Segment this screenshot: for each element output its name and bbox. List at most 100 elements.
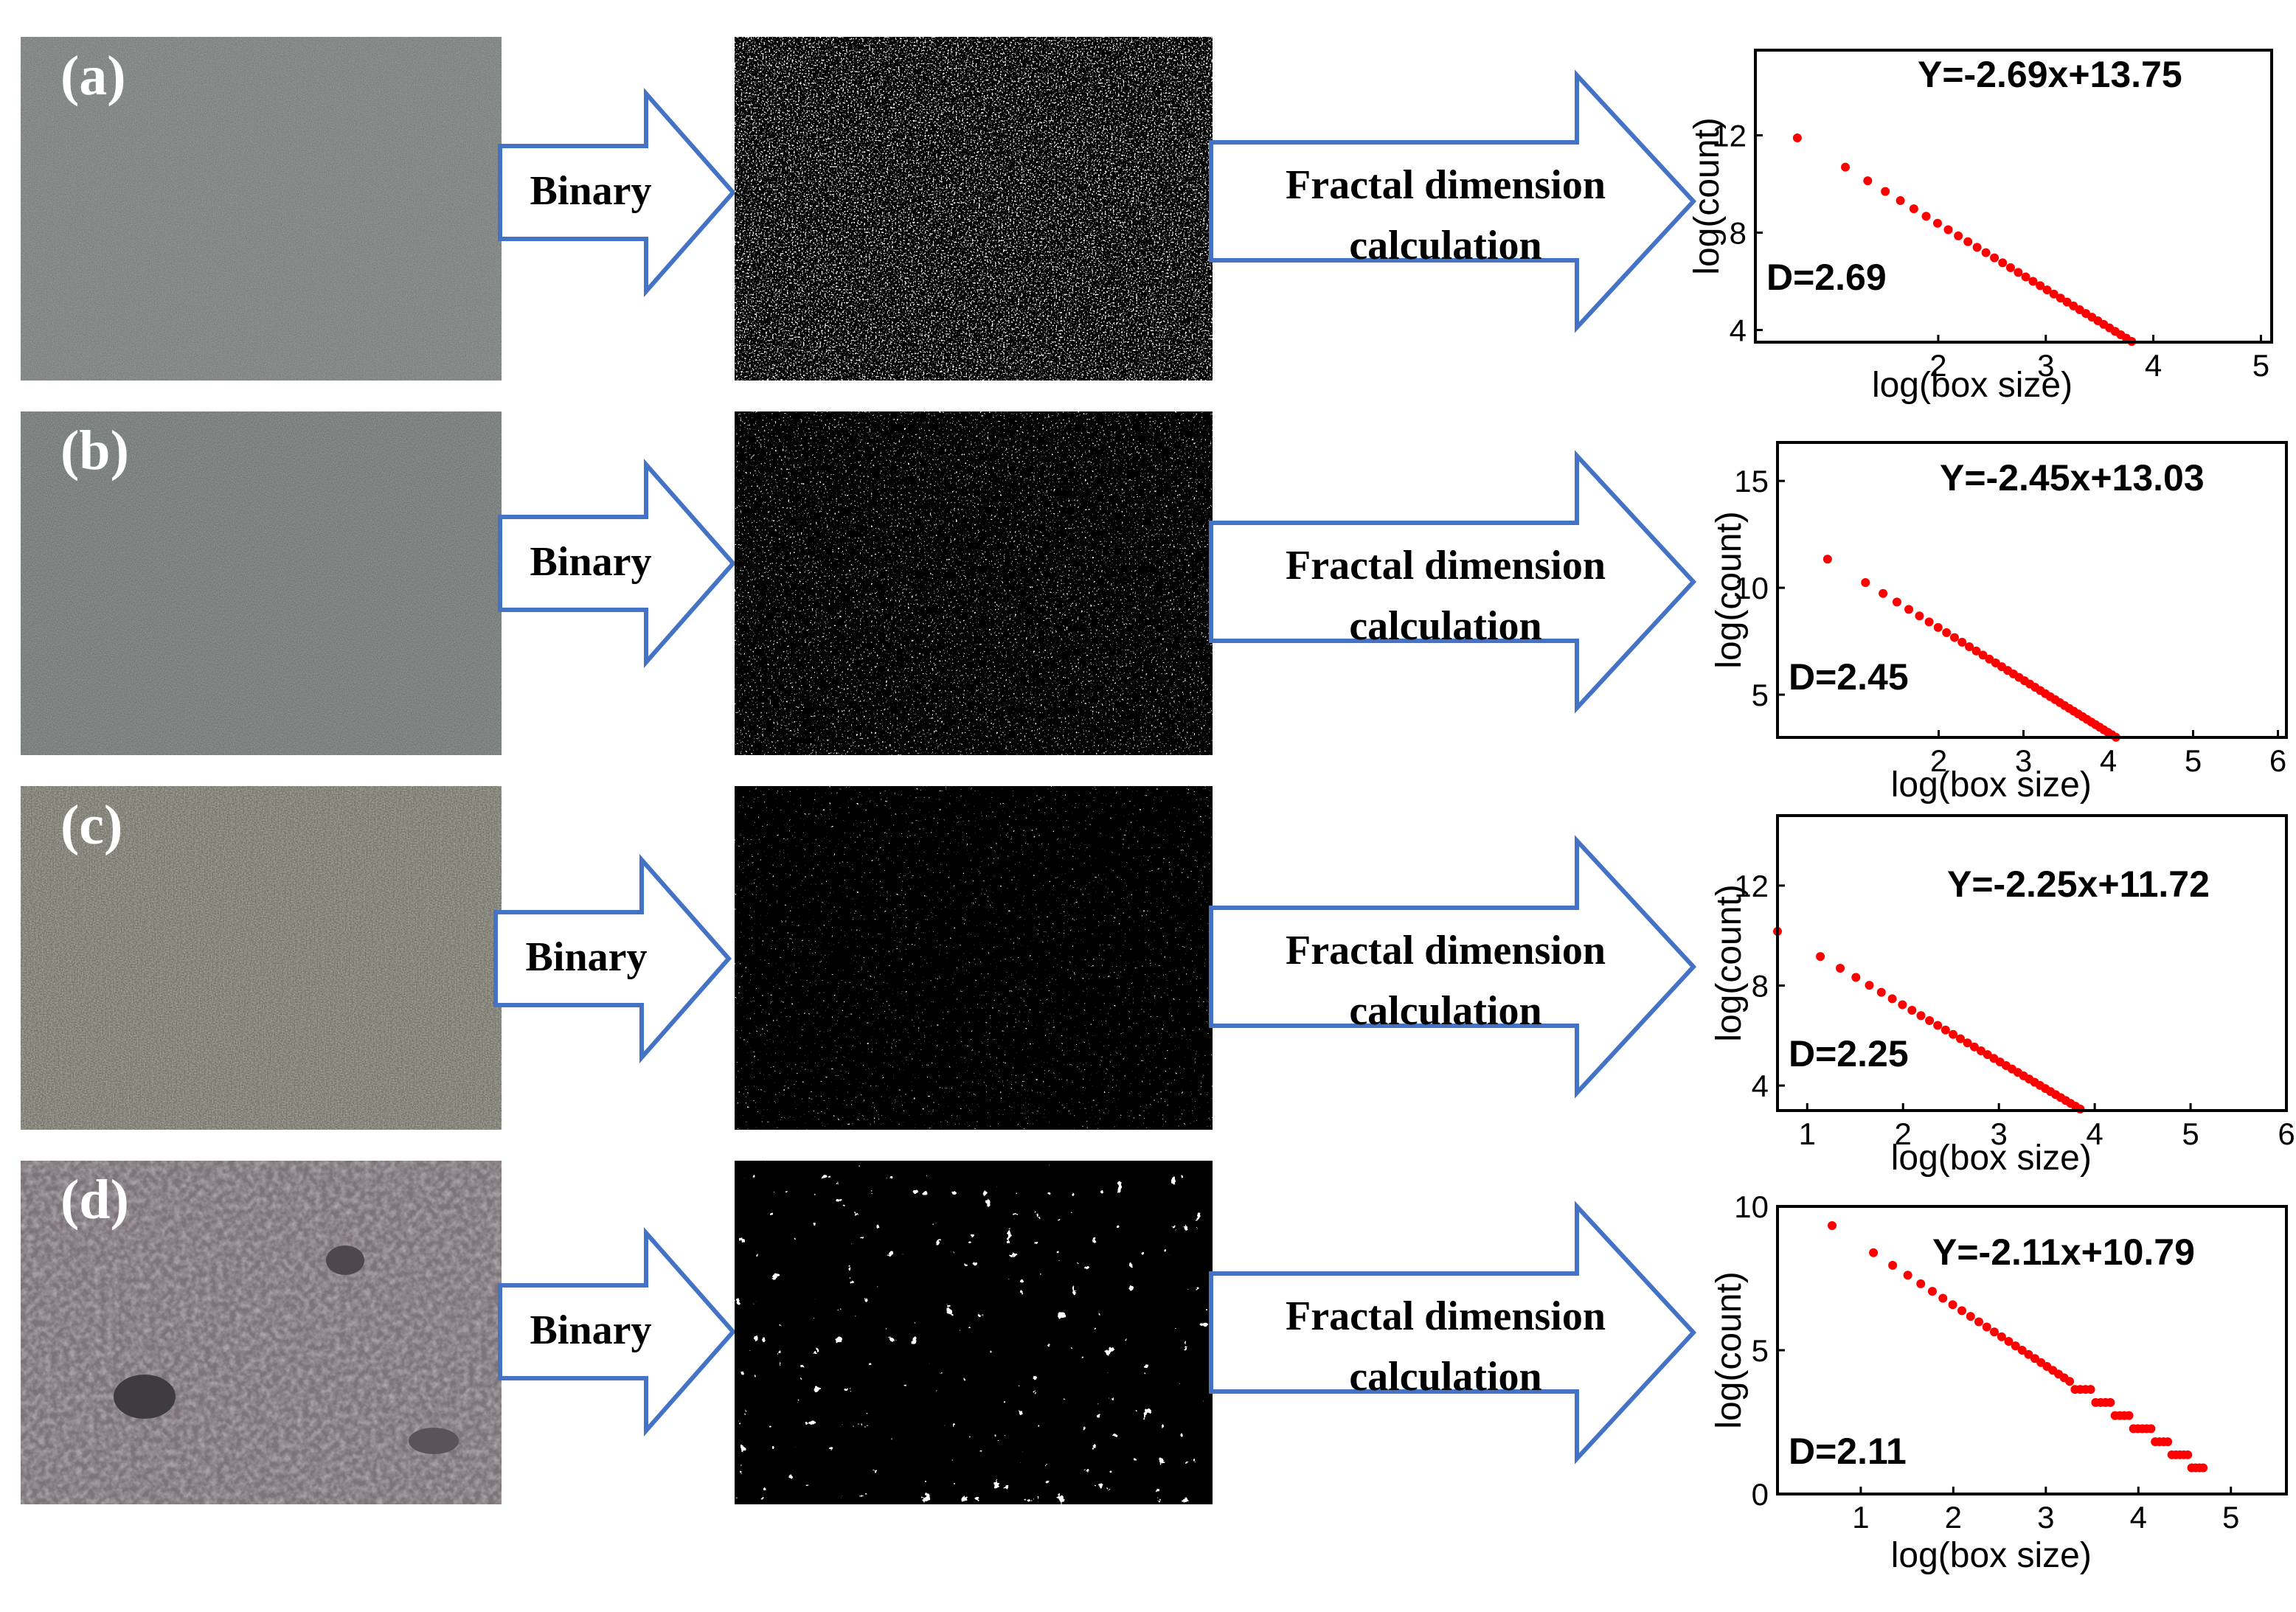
data-point xyxy=(1990,253,2000,263)
data-point xyxy=(2017,1345,2027,1355)
data-point xyxy=(1981,248,1991,257)
data-point xyxy=(1927,1287,1937,1296)
data-point xyxy=(1915,611,1924,621)
data-point xyxy=(2056,293,2065,303)
data-point xyxy=(1971,646,1981,656)
x-tick-label: 2 xyxy=(1895,1116,1912,1151)
panel-label: (b) xyxy=(60,420,129,482)
x-tick-label: 6 xyxy=(2269,743,2286,778)
data-point xyxy=(1966,1312,1975,1321)
data-point xyxy=(1907,1006,1917,1015)
data-point xyxy=(2183,1450,2193,1459)
x-tick-label: 1 xyxy=(1852,1500,1869,1535)
data-point xyxy=(1954,231,1963,240)
data-point xyxy=(1932,218,1942,228)
data-point xyxy=(1925,1016,1935,1026)
rock-photo-c: (c) xyxy=(21,786,502,1130)
data-point xyxy=(1816,952,1825,962)
data-point xyxy=(1904,605,1914,614)
data-point xyxy=(1997,1332,2006,1341)
data-point xyxy=(1896,196,1905,206)
data-point xyxy=(1822,555,1832,564)
x-tick-label: 2 xyxy=(1930,743,1947,778)
data-point xyxy=(1948,1300,1957,1310)
data-point xyxy=(2065,1377,2075,1386)
data-point xyxy=(1989,1327,1999,1337)
data-point xyxy=(1792,133,1802,143)
y-tick-label: 4 xyxy=(1752,1069,1769,1103)
data-point xyxy=(1916,1011,1926,1021)
x-tick-label: 5 xyxy=(2182,1116,2199,1151)
data-point xyxy=(1863,176,1873,186)
row-a: (a) Binary Fractal dimension calculation… xyxy=(0,37,2296,405)
x-tick-label: 3 xyxy=(2037,348,2054,383)
data-point xyxy=(2146,1424,2156,1434)
x-tick-label: 5 xyxy=(2222,1500,2239,1535)
data-point xyxy=(1921,212,1931,221)
data-point xyxy=(2004,1337,2014,1347)
data-point xyxy=(1841,162,1851,172)
x-tick-label: 1 xyxy=(1799,1116,1816,1151)
data-point xyxy=(1909,204,1918,214)
binary-image-c xyxy=(735,786,1213,1130)
binary-image-d xyxy=(735,1161,1213,1504)
data-point xyxy=(1956,1034,1966,1043)
data-point xyxy=(1978,650,1988,660)
fit-equation: Y=-2.45x+13.03 xyxy=(1940,457,2205,498)
data-point xyxy=(1851,973,1861,982)
fractal-arrow: Fractal dimension calculation xyxy=(1209,450,1697,714)
data-point xyxy=(2086,1385,2095,1394)
data-point xyxy=(1940,1025,1950,1035)
rock-photo-a: (a) xyxy=(21,37,502,381)
data-point xyxy=(2014,268,2023,277)
y-axis-label: log(count) xyxy=(1710,1271,1749,1428)
data-point xyxy=(1949,633,1959,642)
panel-label: (d) xyxy=(60,1169,129,1231)
data-point xyxy=(1881,187,1890,196)
d-label: D=2.11 xyxy=(1789,1431,1907,1472)
data-point xyxy=(2075,1104,2085,1114)
x-tick-label: 2 xyxy=(1945,1500,1962,1535)
binary-image-b xyxy=(735,411,1213,755)
d-label: D=2.45 xyxy=(1789,656,1909,698)
data-point xyxy=(1933,622,1943,632)
data-point xyxy=(1957,1306,1967,1316)
binary-label: Binary xyxy=(525,934,648,980)
y-tick-label: 0 xyxy=(1752,1477,1769,1512)
data-point xyxy=(1949,1029,1958,1039)
x-tick-label: 2 xyxy=(1929,348,1946,383)
x-tick-label: 3 xyxy=(1990,1116,2007,1151)
data-point xyxy=(2005,263,2015,272)
x-axis-label: log(box size) xyxy=(1891,765,2092,805)
data-point xyxy=(2124,1411,2134,1420)
fit-equation: Y=-2.69x+13.75 xyxy=(1918,54,2182,95)
data-point xyxy=(1972,243,1982,252)
y-tick-label: 5 xyxy=(1752,678,1769,712)
panel-label: (c) xyxy=(60,794,123,856)
fit-equation: Y=-2.11x+10.79 xyxy=(1932,1231,2195,1273)
data-point xyxy=(1836,963,1845,973)
data-point xyxy=(2106,1397,2115,1407)
y-tick-label: 4 xyxy=(1730,313,1747,348)
data-point xyxy=(1942,628,1952,637)
data-point xyxy=(1892,597,1901,607)
data-point xyxy=(2049,289,2059,299)
fractal-label-line2: calculation xyxy=(1349,603,1542,649)
x-tick-label: 5 xyxy=(2185,743,2202,778)
rock-photo-d: (d) xyxy=(21,1161,502,1504)
y-tick-label: 5 xyxy=(1752,1333,1769,1368)
row-d: (d) Binary Fractal dimension calculation… xyxy=(0,1161,2296,1575)
fractal-label-line1: Fractal dimension xyxy=(1286,1293,1606,1339)
data-point xyxy=(1888,1260,1898,1270)
data-point xyxy=(1957,637,1967,647)
data-point xyxy=(1943,225,1953,234)
fractal-arrow: Fractal dimension calculation xyxy=(1209,1201,1697,1465)
binary-label: Binary xyxy=(530,1307,652,1353)
data-point xyxy=(1969,1042,1979,1052)
x-tick-label: 6 xyxy=(2278,1116,2295,1151)
y-tick-label: 10 xyxy=(1734,571,1769,605)
fractal-label-line1: Fractal dimension xyxy=(1286,543,1606,588)
